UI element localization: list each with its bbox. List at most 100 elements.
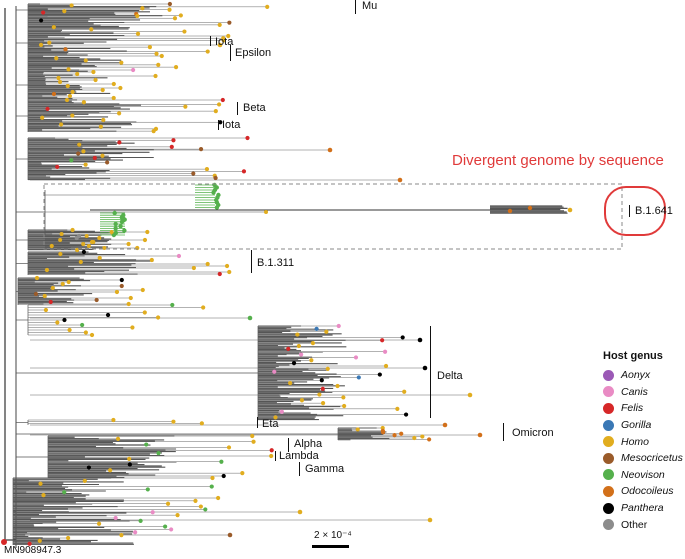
- legend-swatch: [603, 502, 614, 514]
- tree-tip: [567, 207, 573, 213]
- tree-tip: [150, 510, 155, 515]
- tree-tip: [193, 498, 198, 503]
- tree-tip: [38, 42, 44, 47]
- tree-tip: [38, 18, 44, 23]
- tree-tip: [226, 445, 232, 450]
- tree-tip: [286, 346, 291, 351]
- tree-tip: [56, 75, 61, 81]
- tree-tip: [62, 490, 67, 495]
- clade-label-omicron: Omicron: [512, 427, 554, 439]
- tree-tip: [51, 91, 57, 97]
- tree-tip: [163, 524, 168, 529]
- tree-tip: [295, 332, 300, 337]
- gamma-bracket: [299, 462, 301, 476]
- clade-label-epsilon: Epsilon: [235, 47, 272, 59]
- tree-tip: [399, 431, 404, 436]
- tree-tip: [114, 289, 120, 295]
- tree-tip: [241, 169, 247, 174]
- legend-swatch: [603, 469, 614, 481]
- mu-bracket: [355, 0, 357, 14]
- tree-tip: [43, 307, 49, 313]
- tree-tip: [205, 261, 210, 267]
- tree-tip: [83, 58, 88, 63]
- tree-tip: [191, 171, 196, 176]
- tree-tip: [356, 375, 361, 380]
- tree-tip: [467, 392, 473, 398]
- tree-tip: [176, 253, 182, 259]
- tree-tip: [182, 29, 187, 34]
- tree-tip: [217, 42, 223, 48]
- tree-tip: [310, 341, 316, 346]
- tree-tip: [420, 434, 425, 439]
- tree-tip: [60, 281, 65, 287]
- tree-tip: [119, 60, 124, 65]
- tree-tip: [427, 437, 432, 442]
- tree-tip: [218, 120, 223, 125]
- tree-tip: [299, 398, 305, 403]
- tree-tip: [37, 538, 42, 543]
- root-label: MN908947.3: [4, 545, 62, 556]
- tree-tip: [217, 22, 222, 27]
- tree-tip: [336, 323, 341, 329]
- legend-item: Odocoileus: [603, 483, 685, 500]
- tree-tip: [58, 238, 63, 242]
- tree-tip: [1, 539, 7, 545]
- tree-tip: [149, 257, 154, 263]
- tree-tip: [126, 301, 131, 307]
- tree-tip: [172, 16, 178, 21]
- tree-tip: [44, 267, 50, 273]
- tree-tip: [70, 227, 75, 233]
- tree-tip: [27, 541, 32, 546]
- legend-item: Neovison: [603, 467, 685, 484]
- tree-tip: [216, 102, 222, 107]
- tree-tip: [171, 419, 176, 424]
- tree-tip: [105, 160, 110, 165]
- tree-tip: [140, 6, 145, 11]
- tree-tip: [100, 153, 105, 158]
- tree-tip: [40, 115, 45, 120]
- tree-tip: [153, 73, 158, 79]
- tree-tip: [383, 363, 389, 369]
- tree-tip: [264, 210, 268, 214]
- legend-item: Homo: [603, 433, 685, 450]
- tree-tip: [156, 451, 161, 456]
- tree-tip: [251, 439, 256, 444]
- tree-tip: [191, 265, 196, 271]
- tree-tip: [81, 149, 86, 154]
- tree-tip: [382, 349, 388, 354]
- tree-tip: [33, 291, 39, 297]
- tree-tip: [173, 65, 179, 70]
- tree-tip: [402, 389, 407, 394]
- tree-tip: [265, 4, 270, 9]
- tree-tip: [119, 283, 124, 289]
- tree-tip: [296, 343, 301, 349]
- legend-label: Other: [621, 518, 648, 531]
- b1311-bracket: [251, 250, 253, 273]
- tree-tip: [117, 111, 122, 116]
- tree-tip: [273, 415, 278, 420]
- tree-tip: [48, 299, 53, 305]
- tree-tip: [63, 47, 68, 52]
- tree-tip: [317, 392, 322, 397]
- tree-tip: [227, 20, 232, 25]
- divergent-clade-dashed-box: [43, 183, 623, 250]
- tree-tip: [320, 401, 326, 406]
- legend-swatch: [603, 452, 614, 464]
- tree-tip: [417, 337, 423, 343]
- tree-tip: [91, 69, 96, 75]
- tree-tip: [226, 33, 231, 39]
- legend-item: Aonyx: [603, 367, 685, 384]
- tree-tip: [170, 302, 175, 308]
- tree-tip: [34, 275, 40, 281]
- tree-tip: [442, 422, 448, 428]
- tree-tip: [155, 315, 161, 320]
- host-genus-legend: Host genus Aonyx Canis Felis Gorilla Hom…: [603, 350, 685, 533]
- tree-tip: [209, 484, 214, 489]
- tree-tip: [113, 226, 118, 231]
- tree-tip: [211, 190, 216, 195]
- tree-tip: [84, 234, 89, 238]
- tree-tip: [75, 71, 80, 77]
- tree-tip: [156, 62, 161, 67]
- tree-tip: [111, 95, 116, 101]
- tree-tip: [341, 395, 346, 400]
